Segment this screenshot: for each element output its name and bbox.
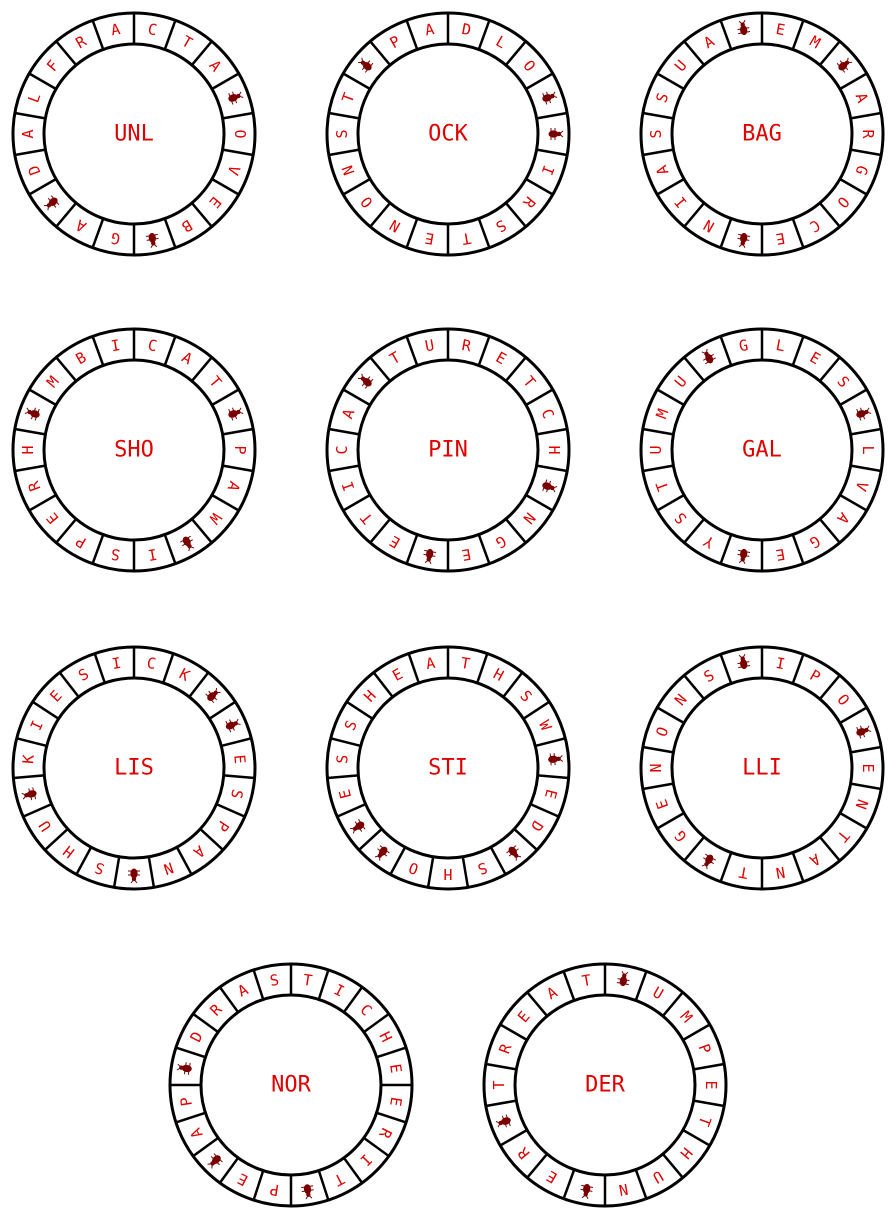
ring-letter[interactable]: U: [647, 445, 665, 454]
wheel-center-label: LLI: [742, 756, 782, 781]
ring-letter[interactable]: E: [859, 763, 877, 772]
wheel-center-label: LIS: [114, 756, 154, 781]
wheel-center-label: GAL: [742, 438, 782, 463]
wheel-center-label: SHO: [114, 438, 154, 463]
ring-letter[interactable]: S: [333, 754, 352, 764]
wheel-center-label: DER: [585, 1073, 625, 1098]
ring-letter[interactable]: H: [19, 445, 37, 454]
ring-letter[interactable]: N: [647, 763, 665, 772]
wheel-center-label: PIN: [428, 438, 468, 463]
wheel-center-label: UNL: [114, 122, 154, 147]
ring-letter[interactable]: O: [231, 129, 249, 138]
ring-letter[interactable]: E: [702, 1080, 720, 1089]
ring-letter[interactable]: S: [647, 129, 665, 138]
ring-letter[interactable]: L: [859, 445, 877, 454]
ring-letter[interactable]: S: [333, 129, 351, 138]
ring-letter[interactable]: R: [859, 129, 877, 139]
wheel-center-label: BAG: [742, 122, 782, 147]
wheel-center-label: OCK: [428, 122, 468, 147]
ring-letter[interactable]: H: [545, 445, 563, 454]
ring-letter[interactable]: P: [231, 445, 249, 454]
cipher-wheel[interactable]: CATPAWISPERHMBISHO: [13, 329, 255, 571]
wheel-center-label: STI: [428, 756, 468, 781]
ring-letter[interactable]: A: [19, 129, 37, 138]
ring-letter[interactable]: K: [19, 754, 38, 764]
ring-letter[interactable]: E: [230, 754, 249, 764]
ring-letter[interactable]: T: [490, 1080, 508, 1089]
ring-letter[interactable]: C: [333, 445, 351, 454]
ring-letter[interactable]: H: [443, 865, 452, 883]
wheel-center-label: NOR: [271, 1073, 311, 1098]
